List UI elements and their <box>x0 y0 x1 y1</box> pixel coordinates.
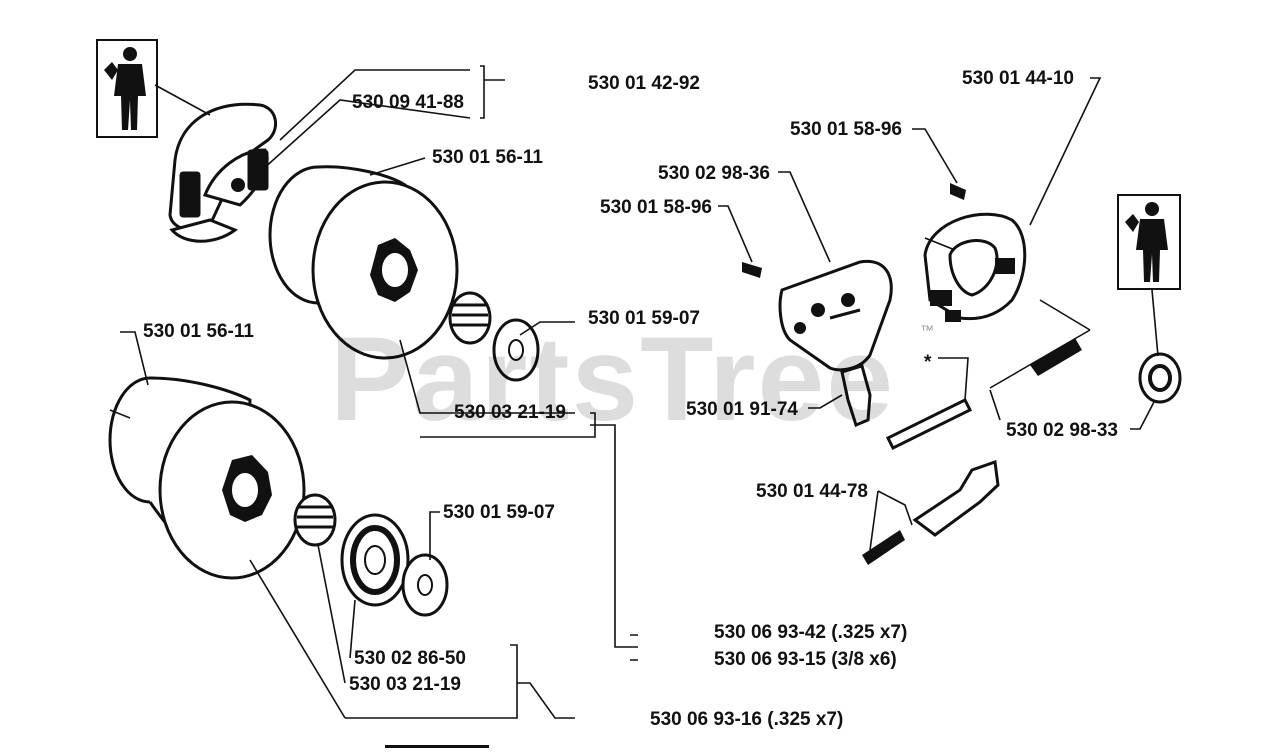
label-oil-pump: 530 01 44-10 <box>962 68 1074 89</box>
label-adjust-screw: 530 01 44-78 <box>756 481 868 502</box>
needle-bearing-bottom <box>293 493 337 547</box>
label-screw-right: 530 01 58-96 <box>790 119 902 140</box>
technician-icon <box>96 39 158 138</box>
washer-bottom <box>401 553 449 617</box>
label-drum-bottom: 530 01 56-11 <box>143 321 254 342</box>
label-kit-bottom: 530 06 93-16 (.325 x7) <box>650 709 843 730</box>
part-labels: 530 01 42-92 530 09 41-88 530 01 56-11 5… <box>143 68 1118 730</box>
clutch-drum-top <box>268 165 459 360</box>
clutch-assembly-drawing <box>168 102 277 243</box>
watermark-tm: ™ <box>920 322 934 338</box>
label-rim-sprocket: 530 02 86-50 <box>354 648 466 669</box>
needle-bearing-top <box>448 291 492 345</box>
label-washer-bottom: 530 01 59-07 <box>443 502 555 523</box>
label-hose-clip: 530 01 91-74 <box>686 399 798 420</box>
label-washer-top: 530 01 59-07 <box>588 308 700 329</box>
hose-clip <box>840 364 872 428</box>
washer-top <box>492 318 540 382</box>
oil-pump-housing <box>923 212 1027 322</box>
technician-icon <box>1117 194 1181 290</box>
label-kit-38x6: 530 06 93-15 (3/8 x6) <box>714 649 897 670</box>
clutch-drum-bottom <box>108 376 306 580</box>
screw-left <box>742 262 762 278</box>
screw-right <box>950 183 966 200</box>
label-bearing-top: 530 03 21-19 <box>454 402 566 423</box>
leader-lines <box>109 65 1159 719</box>
watermark: PartsTree <box>330 312 895 446</box>
adjusting-screw <box>862 459 1000 565</box>
label-cover-plate: 530 02 98-36 <box>658 163 770 184</box>
label-worm-gear: 530 02 98-33 <box>1006 420 1118 441</box>
label-screw-left: 530 01 58-96 <box>600 197 712 218</box>
page-edge-mark <box>385 745 489 748</box>
label-clutch-assembly: 530 09 41-88 <box>352 92 464 113</box>
label-bearing-bottom: 530 03 21-19 <box>349 674 461 695</box>
label-drum-top: 530 01 56-11 <box>432 147 543 168</box>
label-clutch-kit: 530 01 42-92 <box>588 73 700 94</box>
asterisk-mark: * <box>924 352 932 373</box>
pin <box>885 397 973 451</box>
label-kit-325x7: 530 06 93-42 (.325 x7) <box>714 622 907 643</box>
worm-shaft <box>989 329 1091 389</box>
rim-sprocket <box>340 513 410 607</box>
worm-gear <box>1138 352 1182 404</box>
